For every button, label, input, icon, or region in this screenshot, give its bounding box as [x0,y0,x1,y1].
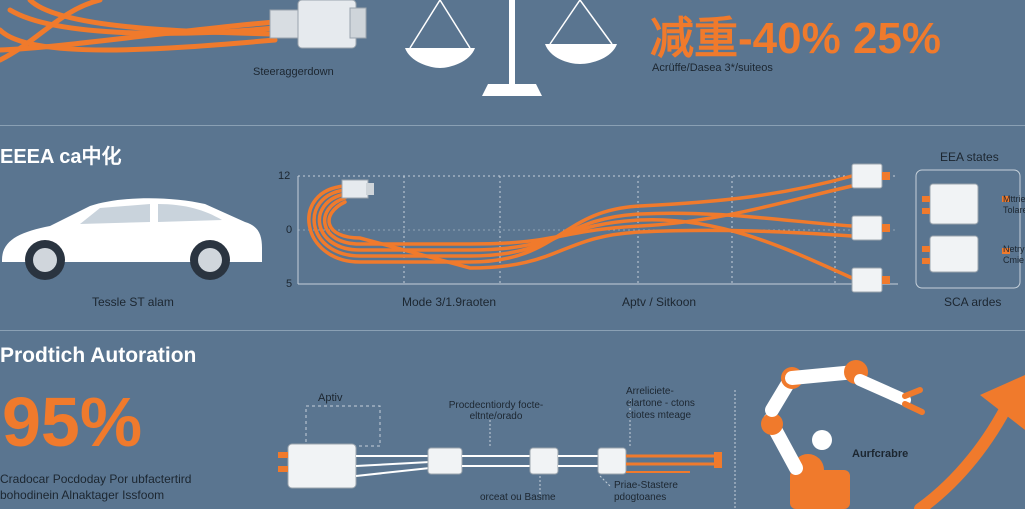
y-tick-top: 12 [278,170,291,182]
automation-percent: 95% [2,383,143,461]
robot-arm-icon [761,360,925,509]
eea-state-label: EEA states [940,150,999,164]
callout-2-line3: ctiotes mteage [626,410,692,421]
top-cable-bundle [0,0,278,63]
callout-1-line1: Procdecntiordy focte- [448,400,544,411]
aptiv-harness-label: Aptiv [318,392,343,404]
callout-1-line2: eltnte/orado [469,411,523,422]
robot-label: Aurfcrabre [852,448,909,460]
weight-caption: Acrüffe/Dasea 3*/suiteos [652,62,773,74]
callout-4: Priae-Stastere pdogtoanes [614,480,678,504]
production-heading: Prodtich Autoration [0,344,197,367]
module-label: Cmie [1003,255,1025,265]
production-desc-line2: bohodinein Alnaktager Issfoom [0,488,165,502]
callout-3: orceat ou Basme [480,492,556,503]
balance-scale-icon [405,0,617,96]
divider-top [0,125,1025,126]
cable-connector-icon [341,179,374,199]
production-desc-line1: Cradocar Pocdoday Por ubfactertird [0,472,192,486]
y-tick-bottom: 5 [286,278,293,290]
module-label: Mttrie [1003,194,1025,204]
eea-zone-box [915,169,1021,289]
eea-cable-wave [307,174,854,280]
eea-heading: EEEA ca中化 [0,146,122,168]
car-icon [2,198,262,280]
module-label: Netry [1003,244,1025,254]
callout-2-line2: elartone - ctons [626,398,695,409]
callout-2: Arreliciete- elartone - ctons ctiotes mt… [626,386,695,422]
connector-caption: Steeraggerdown [253,66,334,78]
callout-2-line1: Arreliciete- [626,386,674,397]
mode-label: Mode 3/1.9raoten [402,295,497,309]
callout-4-line1: Priae-Stastere [614,480,678,491]
zone-module-labels-top: Mttrie Tolare [1003,194,1025,216]
divider-bottom [0,330,1025,331]
ecu-module-icons [851,163,890,293]
callout-1: Procdecntiordy focte- eltnte/orado [446,400,546,422]
sca-label: SCA ardes [944,295,1002,309]
y-tick-mid: 0 [286,224,293,236]
harness-diagram [278,390,736,509]
aptiv-eea-label: Aptv / Sitkoon [622,295,697,309]
growth-arrow-icon [914,375,1025,509]
zone-module-labels-bottom: Netry Cmie [1003,244,1025,266]
tesla-label: Tessle ST alam [92,295,174,309]
weight-reduction-stat: 减重-40% 25% [650,14,942,63]
module-label: Tolare [1003,205,1025,215]
callout-4-line2: pdogtoanes [614,492,667,503]
top-connector-icon [269,0,367,49]
